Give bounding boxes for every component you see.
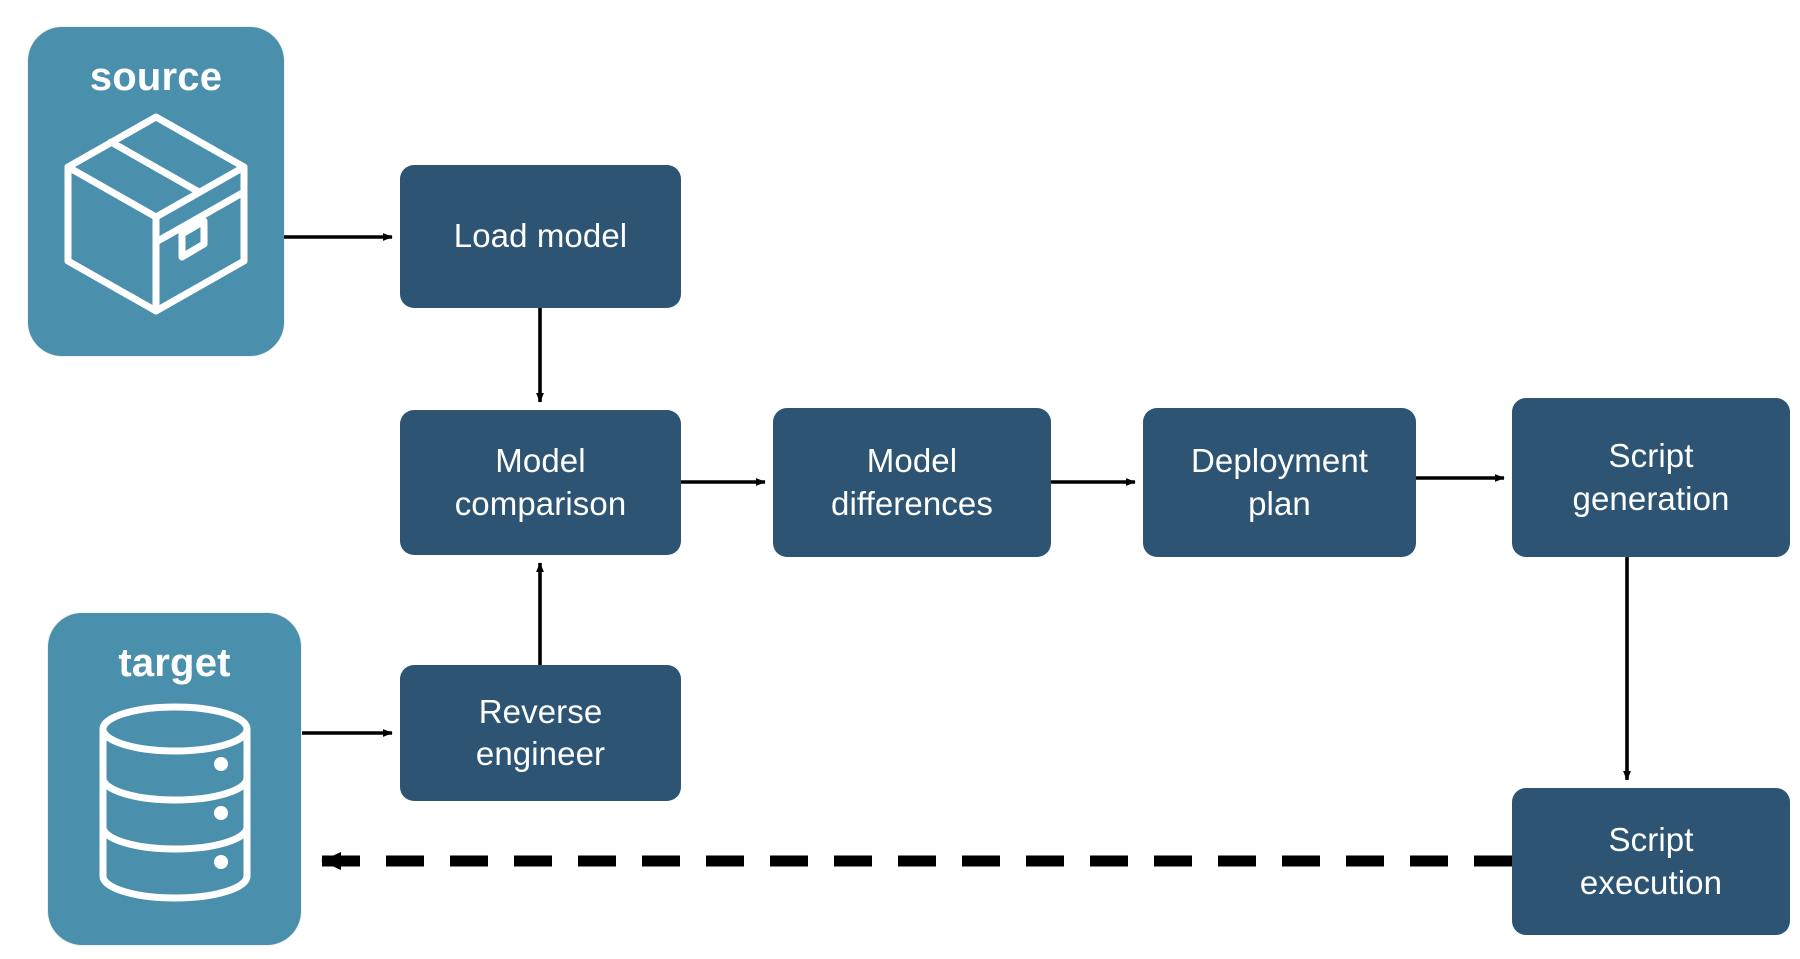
database-cylinder-icon xyxy=(95,701,255,911)
node-deployment-plan-label: Deployment plan xyxy=(1190,442,1369,522)
node-script-execution-label: Script execution xyxy=(1579,821,1723,901)
endpoint-target-label: target xyxy=(118,641,231,685)
node-script-execution[interactable]: Script execution xyxy=(1512,788,1790,935)
endpoint-source-label: source xyxy=(89,55,223,99)
node-model-differences[interactable]: Model differences xyxy=(773,408,1051,557)
node-load-model-label: Load model xyxy=(453,217,628,255)
node-model-comparison[interactable]: Model comparison xyxy=(400,410,681,555)
package-box-icon xyxy=(62,111,250,321)
node-script-generation-label: Script generation xyxy=(1572,437,1730,517)
endpoint-target[interactable]: target xyxy=(48,613,301,945)
node-reverse-engineer-label: Reverse engineer xyxy=(475,692,606,772)
endpoint-source[interactable]: source xyxy=(28,27,284,356)
node-model-comparison-label: Model comparison xyxy=(454,442,627,522)
node-script-generation[interactable]: Script generation xyxy=(1512,398,1790,557)
node-load-model[interactable]: Load model xyxy=(400,165,681,308)
node-reverse-engineer[interactable]: Reverse engineer xyxy=(400,665,681,801)
node-deployment-plan[interactable]: Deployment plan xyxy=(1143,408,1416,557)
node-model-differences-label: Model differences xyxy=(831,442,993,522)
